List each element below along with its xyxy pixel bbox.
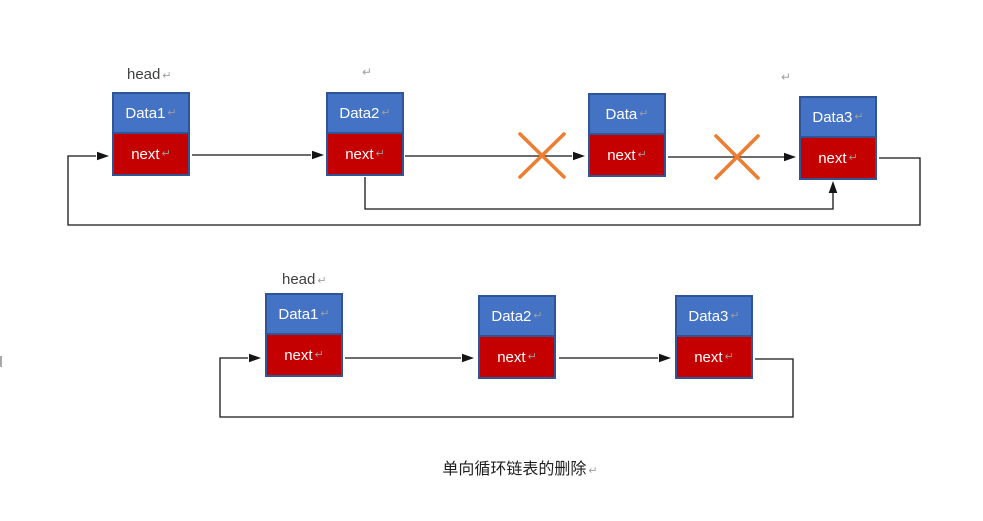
paragraph-mark: ↵ bbox=[362, 65, 373, 79]
arrowhead-right-icon bbox=[249, 353, 261, 363]
paragraph-mark: ↵ bbox=[848, 151, 858, 164]
node-next-label: next bbox=[345, 145, 374, 163]
node-next-cell: next↵ bbox=[480, 335, 554, 377]
node-next-cell: next↵ bbox=[328, 132, 402, 174]
paragraph-mark: ↵ bbox=[314, 348, 324, 361]
circular-return-line bbox=[219, 357, 794, 418]
node-next-label: next bbox=[284, 346, 313, 364]
node-next-cell: next↵ bbox=[267, 333, 341, 375]
clipped-paragraph-mark bbox=[0, 356, 2, 367]
node-next-label: next bbox=[694, 348, 723, 366]
node-data-cell: Data3↵ bbox=[677, 297, 751, 335]
caption-text: 单向循环链表的删除 bbox=[442, 461, 587, 478]
node-next-label: next bbox=[497, 348, 526, 366]
node-top-data3[interactable]: Data3↵ next↵ bbox=[799, 96, 877, 180]
delete-cross-icon bbox=[518, 132, 566, 179]
node-next-label: next bbox=[131, 145, 160, 163]
node-data-label: Data1 bbox=[125, 104, 166, 122]
node-data-cell: Data1↵ bbox=[267, 295, 341, 333]
paragraph-mark: ↵ bbox=[730, 309, 740, 322]
top-row-connectors bbox=[67, 150, 921, 226]
node-data-label: Data2 bbox=[491, 307, 532, 325]
node-data-cell: Data3↵ bbox=[801, 98, 875, 136]
node-data-label: Data2 bbox=[339, 104, 380, 122]
paragraph-mark: ↵ bbox=[375, 147, 385, 160]
bypass-line bbox=[364, 177, 834, 210]
paragraph-mark: ↵ bbox=[639, 107, 649, 120]
node-next-cell: next↵ bbox=[801, 136, 875, 178]
node-next-cell: next↵ bbox=[677, 335, 751, 377]
node-data-label: Data3 bbox=[688, 307, 729, 325]
paragraph-mark: ↵ bbox=[161, 147, 171, 160]
node-bottom-data3[interactable]: Data3↵ next↵ bbox=[675, 295, 753, 379]
arrowhead-right-icon bbox=[784, 152, 796, 162]
paragraph-mark: ↵ bbox=[381, 106, 391, 119]
paragraph-mark: ↵ bbox=[588, 465, 598, 477]
arrowhead-right-icon bbox=[462, 353, 474, 363]
node-data-cell: Data2↵ bbox=[328, 94, 402, 132]
head-text: head bbox=[127, 66, 161, 83]
paragraph-mark: ↵ bbox=[167, 106, 177, 119]
node-next-label: next bbox=[818, 149, 847, 167]
head-label-bottom: head↵ bbox=[282, 271, 327, 288]
head-label-top: head↵ bbox=[127, 66, 172, 83]
node-bottom-data1[interactable]: Data1↵ next↵ bbox=[265, 293, 343, 377]
node-bottom-data2[interactable]: Data2↵ next↵ bbox=[478, 295, 556, 379]
head-text: head bbox=[282, 271, 316, 288]
arrowhead-right-icon bbox=[312, 150, 324, 160]
node-data-label: Data1 bbox=[278, 305, 319, 323]
node-next-cell: next↵ bbox=[114, 132, 188, 174]
bottom-row-connectors bbox=[219, 353, 794, 418]
paragraph-mark: ↵ bbox=[533, 309, 543, 322]
arrowhead-up-icon bbox=[828, 181, 838, 193]
paragraph-mark: ↵ bbox=[320, 307, 330, 320]
node-data-cell: Data1↵ bbox=[114, 94, 188, 132]
arrowhead-right-icon bbox=[97, 151, 109, 161]
node-top-data1[interactable]: Data1↵ next↵ bbox=[112, 92, 190, 176]
node-data-cell: Data↵ bbox=[590, 95, 664, 133]
paragraph-mark: ↵ bbox=[781, 70, 792, 84]
paragraph-mark: ↵ bbox=[527, 350, 537, 363]
paragraph-mark: ↵ bbox=[724, 350, 734, 363]
arrowhead-right-icon bbox=[659, 353, 671, 363]
paragraph-mark: ↵ bbox=[162, 70, 172, 82]
node-next-cell: next↵ bbox=[590, 133, 664, 175]
circular-return-line bbox=[67, 155, 921, 226]
delete-cross-icon bbox=[714, 134, 760, 180]
node-top-data2[interactable]: Data2↵ next↵ bbox=[326, 92, 404, 176]
node-top-data-deleted[interactable]: Data↵ next↵ bbox=[588, 93, 666, 177]
arrowhead-right-icon bbox=[573, 151, 585, 161]
node-data-label: Data3 bbox=[812, 108, 853, 126]
paragraph-mark: ↵ bbox=[637, 148, 647, 161]
paragraph-mark: ↵ bbox=[317, 275, 327, 287]
diagram-caption: 单向循环链表的删除↵ bbox=[380, 455, 660, 479]
node-data-label: Data bbox=[605, 105, 638, 123]
node-data-cell: Data2↵ bbox=[480, 297, 554, 335]
node-next-label: next bbox=[607, 146, 636, 164]
paragraph-mark: ↵ bbox=[854, 110, 864, 123]
